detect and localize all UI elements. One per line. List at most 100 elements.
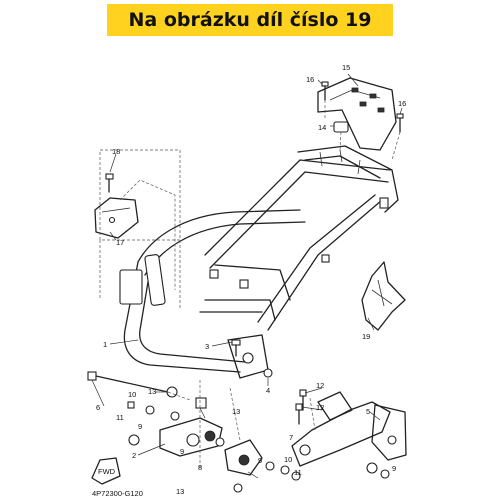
arm-7-pivot xyxy=(299,444,311,456)
callout-5: 5 xyxy=(366,407,370,416)
callout-9-center: 9 xyxy=(180,447,184,456)
callout-9-left: 9 xyxy=(138,422,142,431)
callout-9-right: 9 xyxy=(258,456,262,465)
arm-7-body xyxy=(291,401,391,467)
assembly-guide-left xyxy=(99,240,181,310)
frame-rail-upper-inner xyxy=(209,171,389,269)
frame-tab xyxy=(321,254,330,263)
callout-11-right: 11 xyxy=(294,468,302,477)
bolt-head xyxy=(231,339,241,346)
bracket-part-8 xyxy=(224,439,263,476)
stay-part-5 xyxy=(366,404,407,479)
main-frame xyxy=(119,145,399,379)
bracket-8-body xyxy=(224,439,263,476)
frame-mount-hole xyxy=(242,352,254,364)
leader-lines xyxy=(91,73,403,479)
diagram-code: 4P72300-G120 xyxy=(92,489,143,498)
frame-rail-lower xyxy=(267,199,383,331)
washer-10 xyxy=(215,437,225,447)
bolt-18 xyxy=(105,173,114,193)
bracket-15-slot xyxy=(369,93,377,99)
bolt-3 xyxy=(231,339,241,357)
part-17-bracket xyxy=(94,179,176,290)
bolt-12-lower xyxy=(295,403,303,425)
callout-15: 15 xyxy=(342,63,350,72)
banner-text: Na obrázku díl číslo 19 xyxy=(128,9,372,31)
callout-19: 19 xyxy=(362,332,370,341)
frame-rear-ribs xyxy=(319,149,361,175)
callout-12-upper: 12 xyxy=(316,381,324,390)
frame-cross-center xyxy=(204,299,276,321)
callout-14: 14 xyxy=(318,123,326,132)
washer-10-right xyxy=(280,465,290,475)
bolt-head xyxy=(295,403,303,411)
washer-9 xyxy=(145,405,155,415)
bracket-15-slot xyxy=(351,87,359,93)
bracket-17-body xyxy=(94,197,139,239)
frame-tab xyxy=(209,269,219,279)
frame-tab xyxy=(239,279,249,289)
frame-cross-mid xyxy=(214,264,291,301)
frame-front-plate xyxy=(119,269,143,305)
bushing-13-right xyxy=(366,462,378,474)
callout-10-right: 10 xyxy=(284,455,292,464)
callout-labels: 1 2 3 4 5 6 7 8 9 9 9 9 10 10 11 11 12 1… xyxy=(96,63,406,496)
frame-rear-bracket-inner xyxy=(304,155,381,179)
clip-body xyxy=(333,121,349,133)
bracket-15-body xyxy=(317,77,397,151)
callout-9-far-right: 9 xyxy=(392,464,396,473)
lower-guides xyxy=(167,387,316,441)
frame-head-pipe xyxy=(144,254,166,306)
washer-9-right xyxy=(265,461,275,471)
nut-4 xyxy=(263,368,273,378)
bracket-15-slot xyxy=(359,101,367,107)
stay-5-hole xyxy=(387,435,397,445)
nut-13 xyxy=(128,434,140,446)
bolt-head xyxy=(105,173,114,180)
callout-16-left: 16 xyxy=(306,75,314,84)
part-15-bracket xyxy=(317,77,397,151)
fwd-arrow-shape xyxy=(91,457,121,485)
frame-down-tube-inner xyxy=(139,269,246,363)
fwd-label: FWD xyxy=(98,467,116,476)
bracket-17-hole xyxy=(108,216,116,224)
bolt-head xyxy=(87,371,97,381)
callout-3: 3 xyxy=(205,342,209,351)
washer-9-far-right xyxy=(380,469,390,479)
link-2-pivot xyxy=(204,430,216,442)
cover-19-body xyxy=(361,261,406,331)
callout-13-left: 13 xyxy=(148,387,156,396)
banner: Na obrázku díl číslo 19 xyxy=(107,4,393,36)
frame-rail-upper xyxy=(204,159,391,256)
callout-13-bottom: 13 xyxy=(176,487,184,496)
bushing-9 xyxy=(170,411,180,421)
arm-part-7 xyxy=(291,391,391,467)
fwd-arrow: FWD xyxy=(91,457,121,485)
callout-13-center: 13 xyxy=(232,407,240,416)
bracket-17-path xyxy=(119,179,176,290)
nut-11 xyxy=(127,401,135,409)
callout-17: 17 xyxy=(116,238,124,247)
part-19-cover xyxy=(361,261,406,331)
bolt-16-right xyxy=(391,113,404,161)
bolt-path xyxy=(391,131,401,161)
part-14-clip xyxy=(333,121,349,151)
callout-12-lower: 12 xyxy=(316,403,324,412)
frame-down-tube xyxy=(123,261,241,373)
bushing-13-center xyxy=(195,397,207,409)
callout-8: 8 xyxy=(198,463,202,472)
callout-16-right: 16 xyxy=(398,99,406,108)
arm-7-plate xyxy=(317,391,353,421)
bracket-15-slot xyxy=(377,107,385,113)
bolt-shank xyxy=(95,375,169,393)
callout-4: 4 xyxy=(266,386,270,395)
callout-11-left: 11 xyxy=(116,413,124,422)
frame-tab xyxy=(379,197,389,209)
bracket-8-pivot xyxy=(238,454,250,466)
callout-2: 2 xyxy=(132,451,136,460)
frame-rear-bracket xyxy=(297,145,399,213)
stay-5-body xyxy=(371,404,407,461)
assembly-box-upper-left xyxy=(99,149,181,241)
callout-10-left: 10 xyxy=(128,390,136,399)
